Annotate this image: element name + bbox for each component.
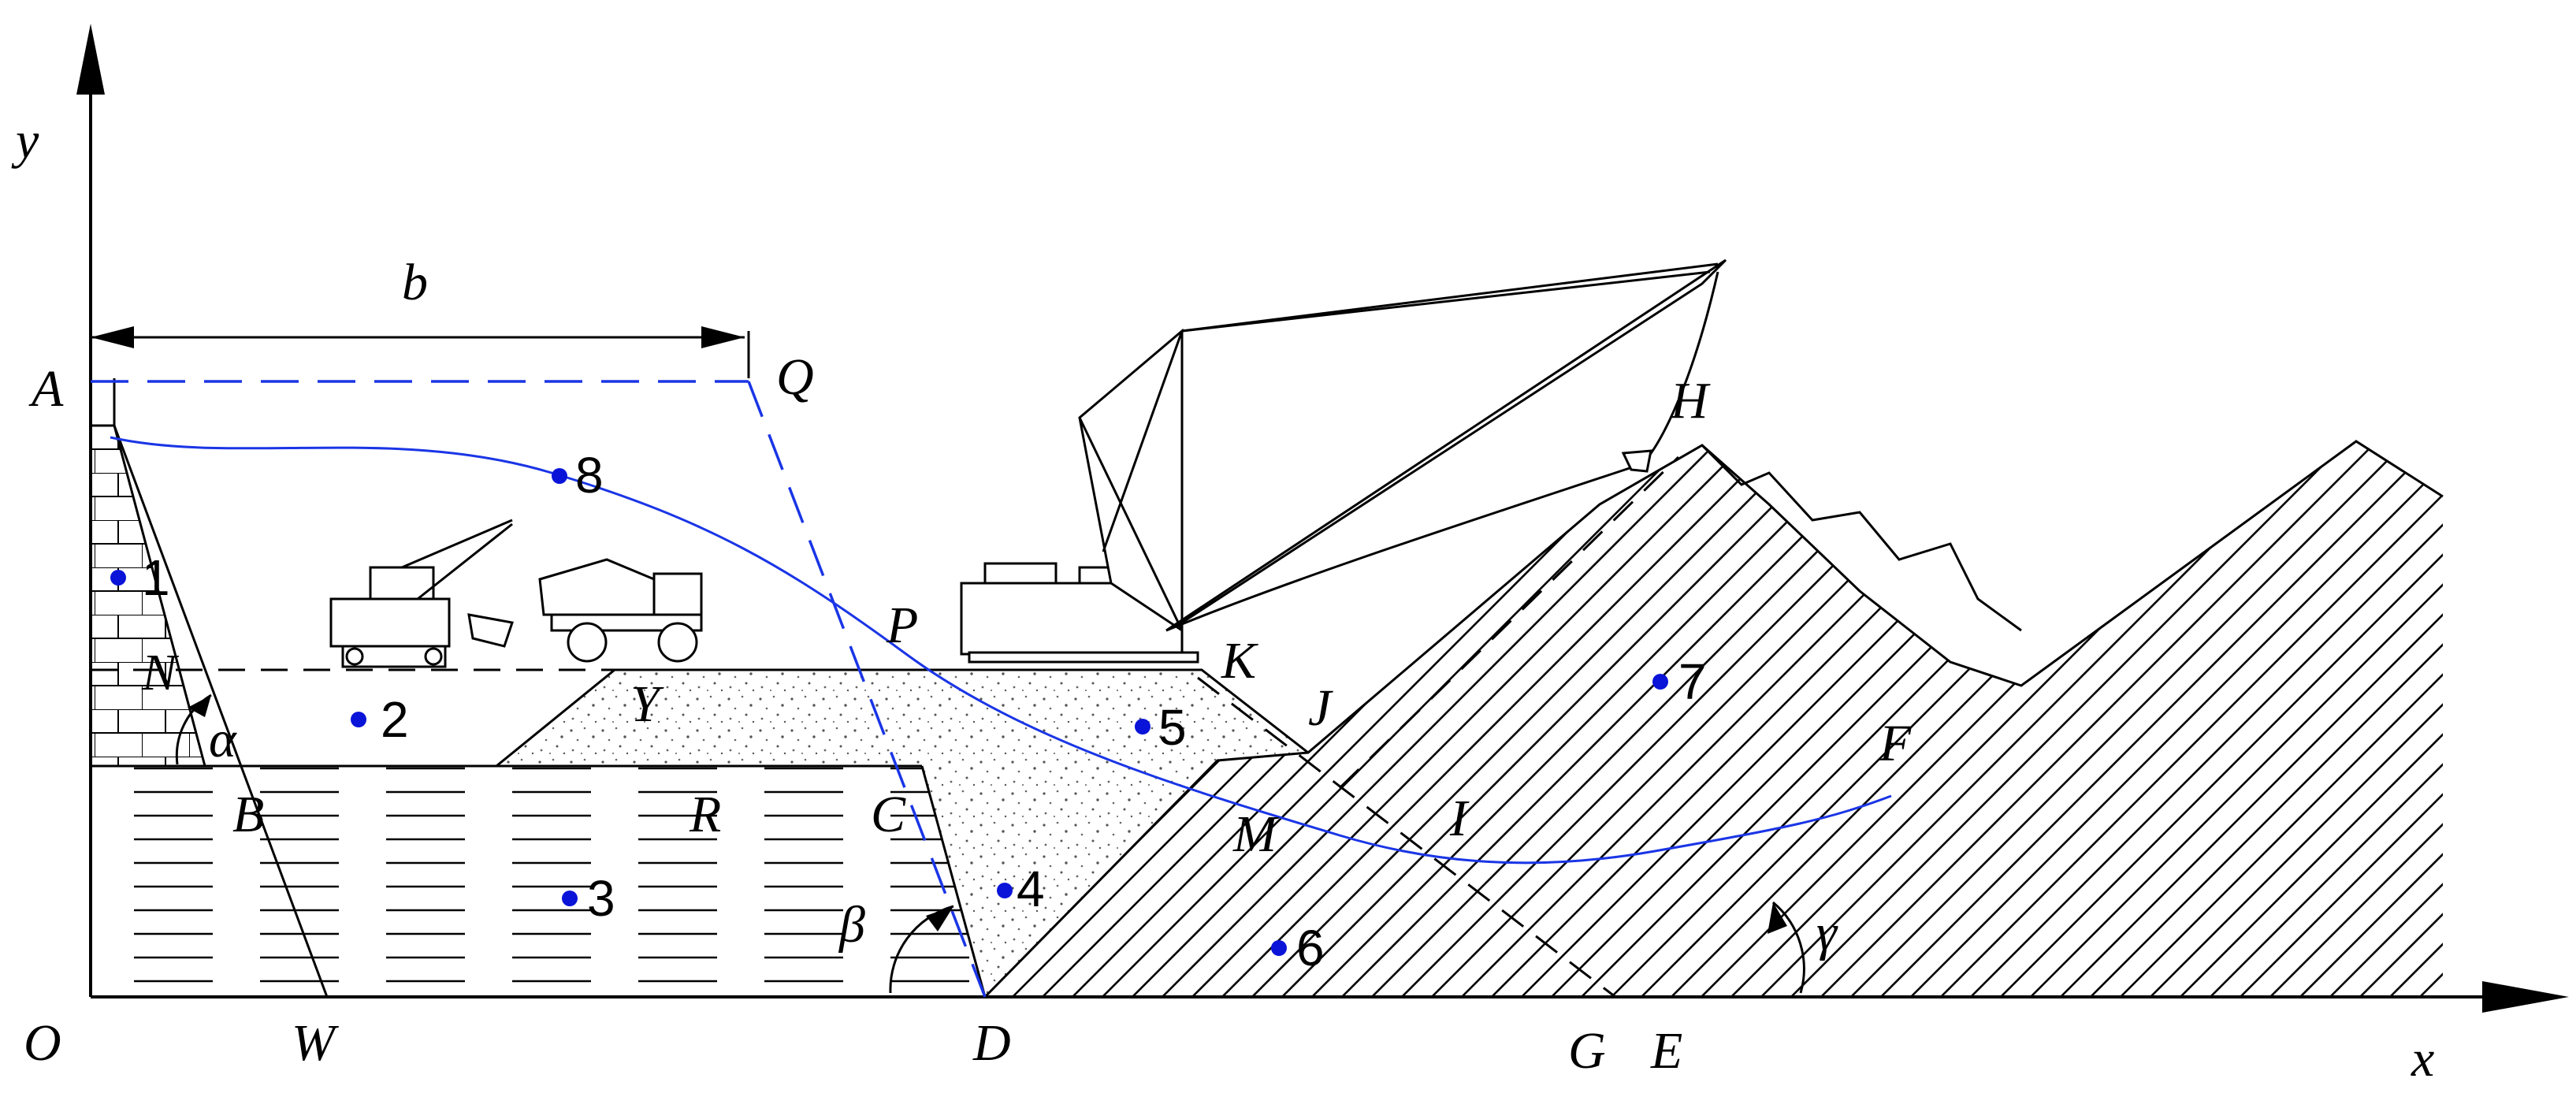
x-axis-label: x	[2411, 1030, 2434, 1088]
angle-alpha: α	[209, 711, 237, 768]
x-axis-arrow	[2482, 981, 2569, 1013]
boundary-8	[110, 436, 1892, 865]
hatch-line	[2302, 441, 2443, 997]
hatch-line	[1733, 441, 2443, 997]
point-I: I	[1449, 790, 1470, 847]
point-W: W	[292, 1014, 339, 1072]
hatch-line	[2092, 441, 2443, 997]
hatch-line	[1942, 441, 2443, 997]
hatch-line	[2542, 236, 2576, 1024]
hatch-line	[1074, 441, 1864, 997]
point-D: D	[972, 1014, 1011, 1072]
hatch-line	[2272, 441, 2443, 997]
hatch-line	[1613, 441, 2403, 997]
zone-5: 5	[1158, 699, 1187, 756]
hatch-line	[1254, 441, 2043, 997]
dump-steps	[1701, 444, 2022, 632]
point-P: P	[886, 597, 918, 654]
hatch-line	[2182, 441, 2443, 997]
hatch-line	[2242, 441, 2443, 997]
hatch-line	[1673, 441, 2443, 997]
hatch-line	[1314, 441, 2103, 997]
point-E: E	[1650, 1022, 1682, 1080]
y-axis-label: y	[11, 112, 39, 169]
point-Y: Y	[630, 675, 664, 733]
hatch-line	[1912, 441, 2443, 997]
point-F: F	[1879, 715, 1912, 772]
hatch-line	[1763, 441, 2443, 997]
point-Q: Q	[776, 348, 814, 406]
hatch-line	[1583, 441, 2373, 997]
hatch-line	[1793, 441, 2443, 997]
hatch-line	[1373, 441, 2163, 997]
hatch-line	[1853, 441, 2443, 997]
hatch-line	[2032, 441, 2443, 997]
hatch-line	[2122, 441, 2443, 997]
layer-sand-fill	[496, 670, 1308, 997]
zone-6: 6	[1296, 920, 1325, 976]
point-J: J	[1308, 679, 1333, 737]
hatch-line	[2452, 236, 2576, 1024]
zone-7: 7	[1678, 653, 1707, 710]
layer-3-fill	[91, 766, 985, 997]
hatch-line	[1972, 441, 2443, 997]
point-R: R	[689, 786, 721, 843]
hatch-line	[2572, 236, 2576, 1024]
hatch-line	[2482, 236, 2576, 1024]
hatch-line	[1194, 441, 1983, 997]
hatch-line	[1284, 441, 2073, 997]
dimension-b-label: b	[402, 254, 428, 311]
hatch-line	[1883, 441, 2443, 997]
hatch-line	[1523, 441, 2313, 997]
point-A: A	[28, 360, 64, 418]
hatch-line	[1164, 441, 1953, 997]
hatch-line	[2512, 236, 2576, 1024]
hatch-line	[1134, 441, 1924, 997]
zone-4: 4	[1017, 861, 1045, 917]
hatch-line	[1403, 441, 2193, 997]
hatch-line	[2002, 441, 2443, 997]
hatch-line	[2362, 441, 2443, 997]
hatch-line	[2332, 441, 2443, 997]
hatch-line	[1463, 441, 2253, 997]
hatch-line	[2422, 441, 2443, 997]
y-axis-arrow	[76, 24, 105, 95]
point-N: N	[141, 644, 180, 701]
hatch-line	[1104, 441, 1894, 997]
zone-3: 3	[587, 870, 615, 927]
point-G: G	[1568, 1022, 1606, 1080]
hatch-line	[1823, 441, 2443, 997]
origin-label: O	[24, 1014, 61, 1072]
angle-gamma: γ	[1816, 904, 1838, 961]
hatch-line	[2062, 441, 2443, 997]
point-M: M	[1232, 805, 1280, 863]
hatch-line	[1433, 441, 2223, 997]
zone-2: 2	[381, 691, 409, 748]
angle-beta: β	[838, 896, 865, 954]
point-H: H	[1670, 372, 1711, 430]
dump-outline	[983, 440, 2444, 998]
zone-8: 8	[575, 447, 604, 504]
hatch-line	[1344, 441, 2133, 997]
zone-1: 1	[142, 549, 170, 606]
hatch-line	[1643, 441, 2433, 997]
dump-truck	[538, 558, 703, 663]
point-B: B	[232, 786, 264, 843]
point-C: C	[871, 786, 906, 843]
point-K: K	[1221, 632, 1258, 690]
hatch-line	[1493, 441, 2283, 997]
excavator-machine	[329, 519, 514, 668]
hatch-line	[1553, 441, 2343, 997]
dragline-machine	[960, 258, 1727, 664]
hatch-line	[2212, 441, 2443, 997]
hatch-line	[2152, 441, 2443, 997]
hatch-line	[1224, 441, 2013, 997]
